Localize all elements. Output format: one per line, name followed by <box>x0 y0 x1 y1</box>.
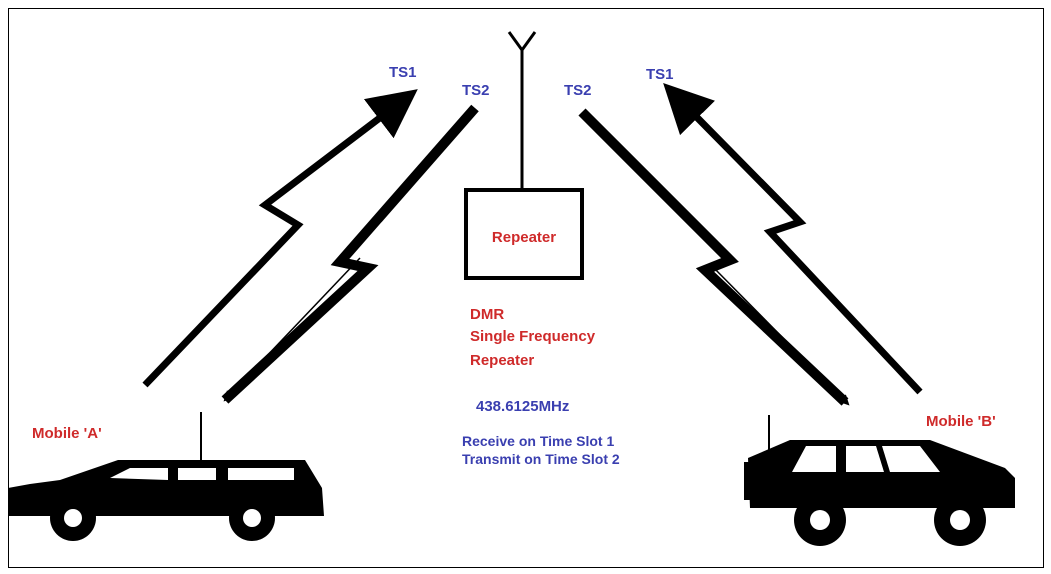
description-line-1: DMR <box>470 304 504 326</box>
antenna-icon <box>509 32 535 188</box>
slot-info-line-1: Receive on Time Slot 1 <box>462 432 614 450</box>
repeater-box: Repeater <box>464 188 584 280</box>
label-ts2-left: TS2 <box>462 82 490 99</box>
description-line-2: Single Frequency <box>470 326 595 348</box>
label-ts2-right: TS2 <box>564 82 592 99</box>
mobile-b-label: Mobile 'B' <box>926 413 996 430</box>
slot-info-line-2: Transmit on Time Slot 2 <box>462 450 620 468</box>
frequency-label: 438.6125MHz <box>476 396 569 418</box>
repeater-label: Repeater <box>468 229 580 246</box>
description-line-3: Repeater <box>470 350 534 372</box>
mobile-a-label: Mobile 'A' <box>32 425 102 442</box>
signal-ts2-right-downlink <box>582 112 848 404</box>
signal-ts1-left-uplink <box>145 95 410 385</box>
label-ts1-left: TS1 <box>389 64 417 81</box>
label-ts1-right: TS1 <box>646 66 674 83</box>
car-b-icon <box>744 415 1015 546</box>
signal-ts2-left-downlink <box>225 108 475 400</box>
